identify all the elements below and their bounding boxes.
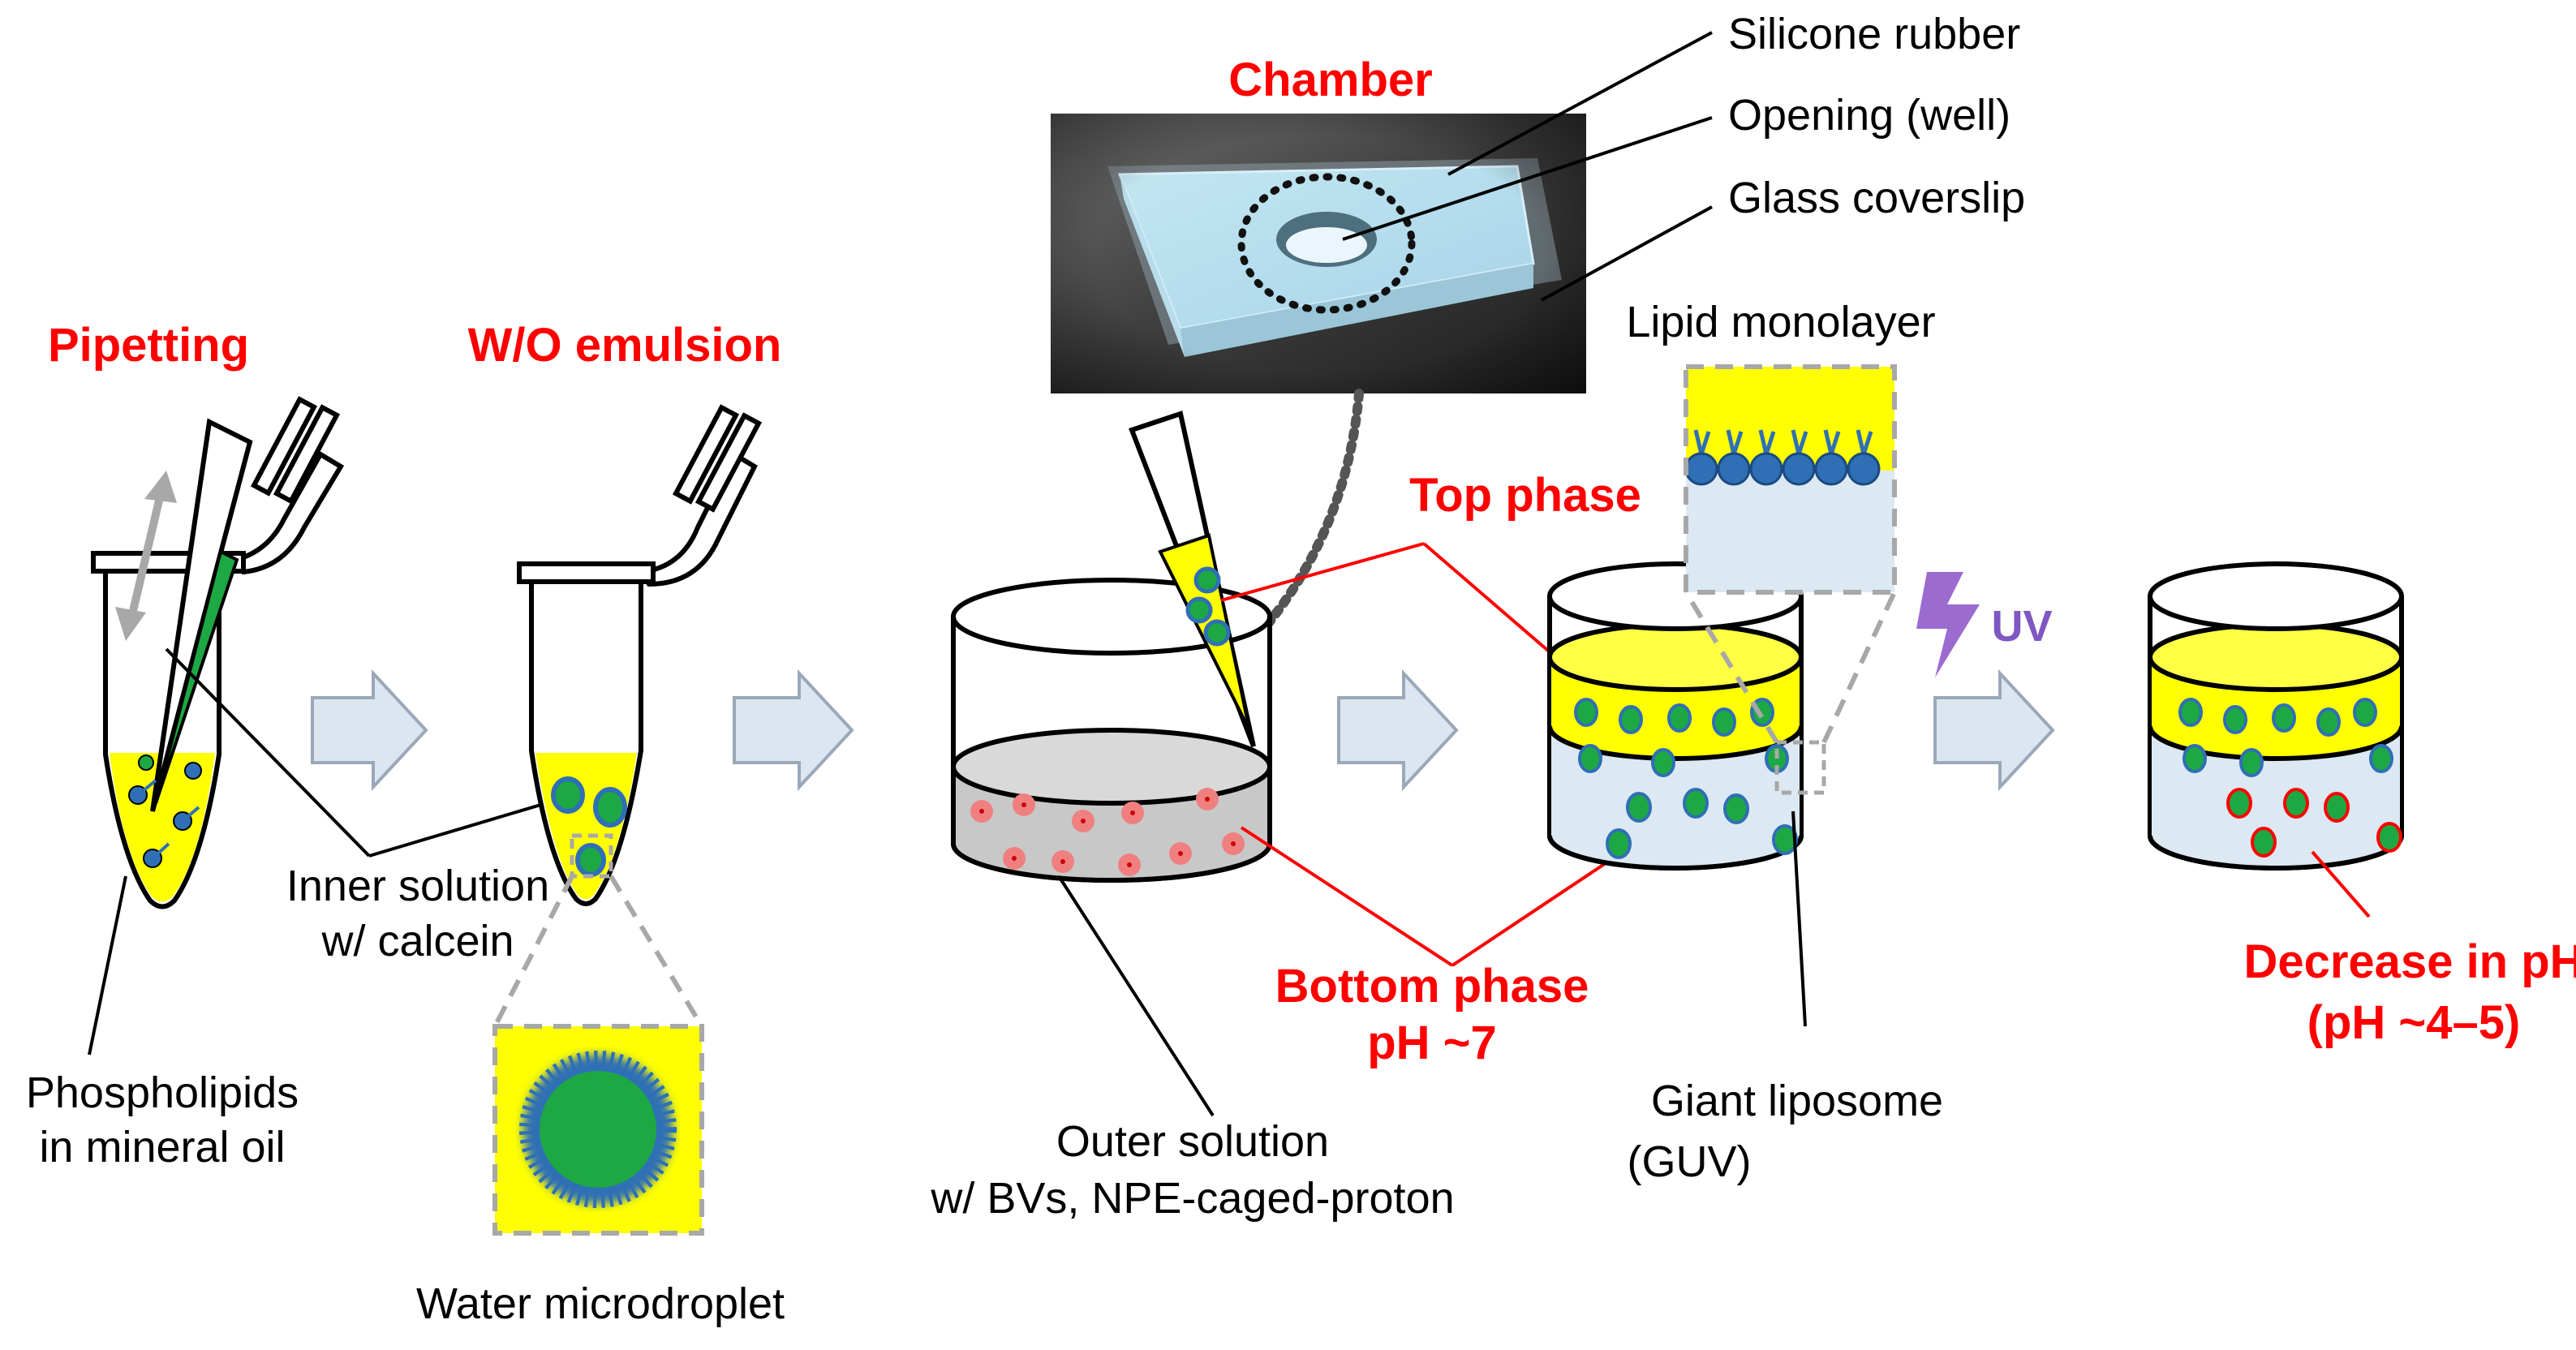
label-glass-coverslip: Glass coverslip: [1728, 174, 2025, 222]
label-decrease-ph-2: (pH ~4–5): [2307, 996, 2521, 1049]
label-inner-solution-2: w/ calcein: [320, 917, 514, 965]
label-uv: UV: [1991, 602, 2052, 651]
giant-liposomes: [1606, 788, 1798, 859]
chamber-photo: [1051, 114, 1586, 393]
label-bottom-phase-1: Bottom phase: [1275, 960, 1589, 1012]
label-outer-solution-2: w/ BVs, NPE-caged-proton: [930, 1174, 1454, 1223]
label-phospholipids-1: Phospholipids: [26, 1068, 299, 1117]
label-giant-liposome-1: Giant liposome: [1651, 1077, 1943, 1125]
label-giant-liposome-2: (GUV): [1628, 1137, 1752, 1186]
acidified-liposomes: [2226, 788, 2402, 858]
process-arrow-icon: [1337, 669, 1459, 792]
process-arrow-icon: [1933, 669, 2055, 792]
label-pipetting: Pipetting: [48, 319, 249, 372]
process-arrow-icon: [311, 669, 428, 792]
label-lipid-monolayer: Lipid monolayer: [1626, 298, 1935, 346]
beaker-outer-solution: [951, 411, 1272, 1117]
label-outer-solution-1: Outer solution: [1056, 1117, 1329, 1166]
uv-lightning-icon: [1916, 572, 1980, 677]
label-water-microdroplet: Water microdroplet: [416, 1279, 785, 1328]
label-wo-emulsion: W/O emulsion: [468, 319, 782, 372]
lipid-monolayer-inset: [1684, 364, 1897, 595]
label-opening-well: Opening (well): [1728, 91, 2010, 140]
label-decrease-ph-1: Decrease in pH: [2243, 935, 2576, 988]
step-wo-emulsion: [492, 404, 763, 1236]
label-top-phase: Top phase: [1409, 469, 1641, 522]
label-chamber: Chamber: [1228, 54, 1432, 106]
tube-lid-hinge: [231, 450, 345, 575]
label-inner-solution-1: Inner solution: [286, 862, 549, 910]
water-microdroplet-core: [540, 1071, 656, 1188]
phospholipid-molecules: [128, 755, 202, 868]
label-bottom-phase-2: pH ~7: [1367, 1017, 1497, 1069]
step-pipetting: [88, 396, 561, 1055]
droplet: [575, 843, 606, 877]
label-silicone-rubber: Silicone rubber: [1728, 10, 2020, 58]
process-arrow-icon: [733, 669, 854, 792]
bv-particles: [970, 788, 1245, 876]
beaker-after-uv: [2148, 561, 2404, 918]
droplet: [551, 776, 585, 814]
droplet: [593, 787, 627, 828]
label-phospholipids-2: in mineral oil: [39, 1123, 285, 1172]
beaker-guv: [1547, 561, 1897, 1027]
